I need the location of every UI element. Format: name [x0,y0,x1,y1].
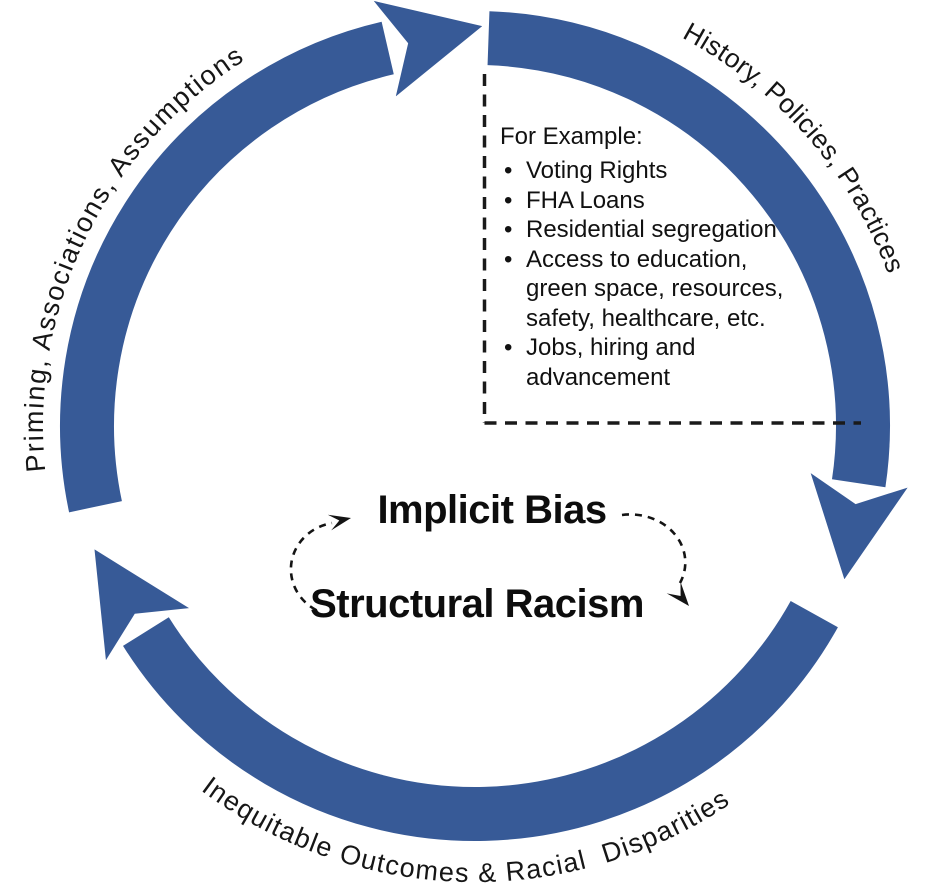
cycle-arc-left-to-top-arrow [60,0,483,513]
bullet-icon: • [504,245,513,273]
list-item-text: Jobs, hiring and [526,334,696,361]
example-box: For Example: • Voting Rights • FHA Loans… [500,122,862,392]
bullet-icon: • [504,186,513,214]
list-item: • FHA Loans [500,186,862,216]
list-item-text: Residential segregation [526,216,777,243]
list-item-text: advancement [526,363,671,391]
list-item: • Jobs, hiring and advancement [500,333,862,392]
dashed-arrowhead-up-icon [327,514,351,531]
list-item-text: FHA Loans [526,186,645,214]
bullet-icon: • [504,334,513,361]
implicit-bias-term: Implicit Bias [377,488,607,532]
example-list: • Voting Rights • FHA Loans • Residentia… [500,156,862,392]
bullet-icon: • [504,157,513,184]
cycle-arc-bottom-to-left-arrow [94,549,838,841]
list-item-text: green space, resources, [526,275,784,302]
example-box-title: For Example: [500,123,643,150]
list-item-text: Access to education, [526,245,748,273]
dashed-arrow-structural-to-implicit [289,521,333,612]
dashed-arrow-implicit-to-structural [621,513,687,584]
list-item: • Residential segregation [500,215,862,245]
structural-racism-term: Structural Racism [310,582,644,626]
list-item: • Voting Rights [500,156,862,186]
cycle-arc-top-to-right-arrow [487,11,908,580]
dashed-arrowhead-down-icon [666,581,689,606]
bullet-icon: • [504,216,513,243]
list-item-text: Voting Rights [526,157,668,184]
list-item-text: safety, healthcare, etc. [526,304,766,332]
list-item: • Access to education, green space, reso… [500,245,862,334]
